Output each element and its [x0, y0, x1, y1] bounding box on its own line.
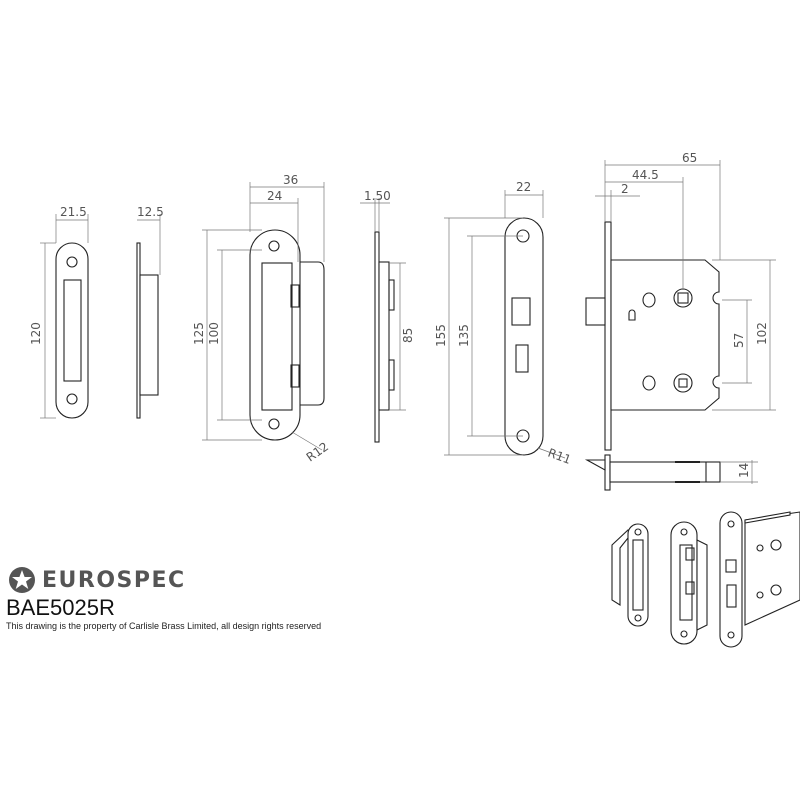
brand-logo: EUROSPEC [8, 566, 186, 594]
star-in-circle-icon [9, 567, 35, 593]
dim-height: 125 [192, 322, 206, 345]
isometric-forend-strike [670, 521, 708, 645]
isometric-strike-plate [611, 523, 649, 627]
dim-strike-depth: 12.5 [137, 205, 164, 219]
product-code: BAE5025R [6, 595, 115, 620]
dim-thickness: 1.50 [364, 189, 391, 203]
dim-inner-height: 100 [207, 322, 221, 345]
dim-forend-height: 155 [434, 324, 448, 347]
latch-forend-front: 22 155 135 R11 [434, 180, 573, 467]
dim-strike-width: 21.5 [60, 205, 87, 219]
dim-side-height: 85 [401, 328, 415, 343]
dim-plate-width: 24 [267, 189, 282, 203]
forend-strike-side: 1.50 85 [360, 189, 415, 443]
dim-forend-thickness: 2 [621, 182, 629, 196]
dim-case-height: 102 [755, 322, 769, 345]
dim-centres: 57 [732, 333, 746, 348]
dim-overall-depth: 65 [682, 151, 697, 165]
dim-hole-centres: 135 [457, 324, 471, 347]
latch-case: 65 44.5 2 57 102 [585, 151, 776, 451]
brand-name: EUROSPEC [42, 567, 186, 593]
forend-strike-front: 36 24 125 100 R12 [192, 173, 331, 464]
dim-strike-height: 120 [29, 322, 43, 345]
dim-overall-width: 36 [283, 173, 298, 187]
dim-radius: R12 [304, 439, 331, 464]
strike-plate-front: 21.5 120 [29, 205, 89, 419]
dim-forend-radius: R11 [546, 446, 573, 467]
dim-case-thickness: 14 [737, 463, 751, 478]
dim-forend-width: 22 [516, 180, 531, 194]
copyright-notice: This drawing is the property of Carlisle… [6, 621, 322, 631]
dim-backset: 44.5 [632, 168, 659, 182]
latch-side-view: 14 [584, 454, 758, 491]
strike-plate-side: 12.5 [136, 205, 164, 419]
isometric-latch [719, 511, 800, 648]
